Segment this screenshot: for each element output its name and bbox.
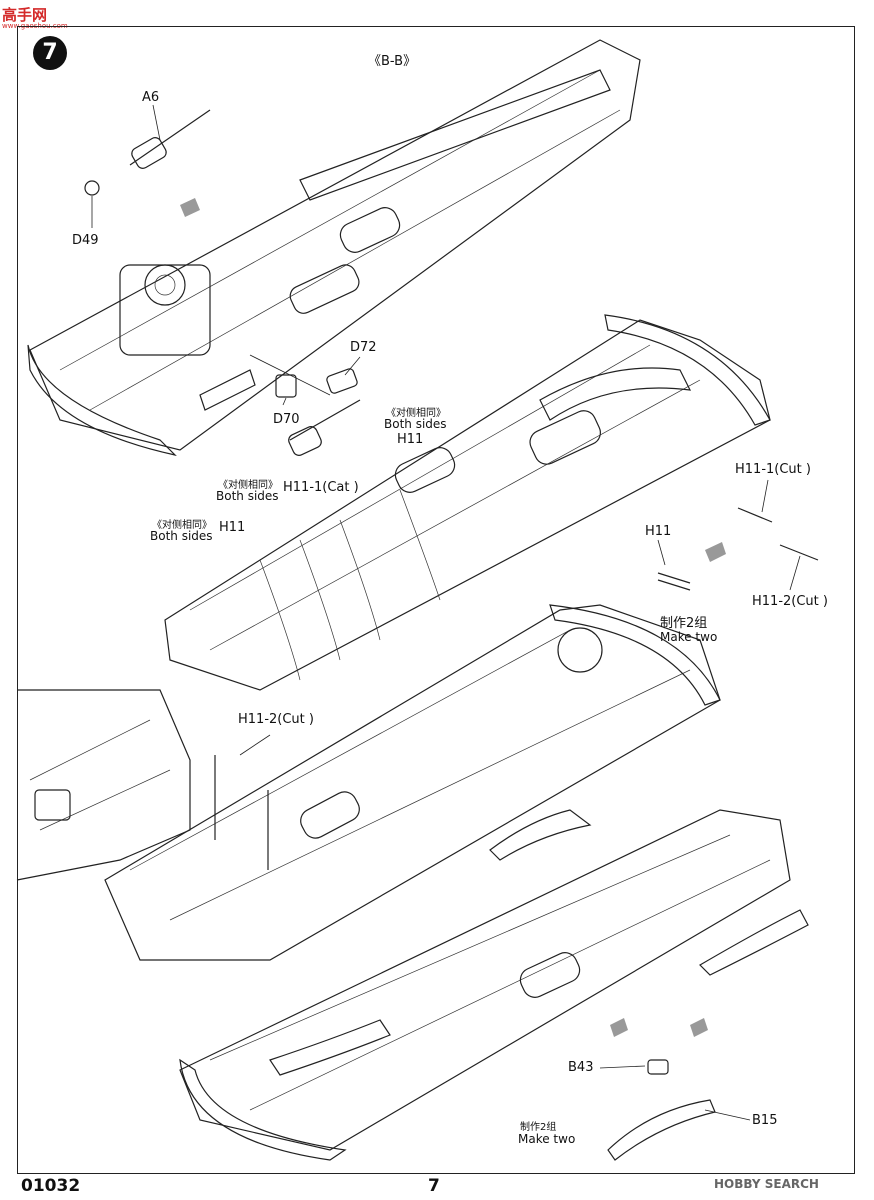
hatch-markers [180, 198, 726, 1037]
detail-inset [16, 689, 191, 881]
label-make-two-2-en: Make two [518, 1132, 576, 1146]
chassis-frame-middle [164, 314, 771, 691]
label-b43: B43 [568, 1060, 594, 1075]
step-number-badge: 7 [33, 36, 67, 70]
label-h11-2-cut-right: H11-2(Cut ) [752, 594, 828, 609]
label-make-two-1-cn: 制作2组 [660, 616, 708, 631]
label-make-two-1-en: Make two [660, 630, 718, 644]
chassis-frame-top [27, 39, 641, 457]
leaf-spring-assembly [489, 809, 809, 976]
label-h11-right: H11 [645, 524, 672, 539]
label-b15: B15 [752, 1113, 778, 1128]
label-h11-1-cat: H11-1(Cat ) [283, 480, 359, 495]
watermark-logo-top: 高手网 [2, 6, 48, 24]
label-h11-top: H11 [397, 432, 424, 447]
product-code: 01032 [21, 1176, 81, 1196]
label-d49: D49 [72, 233, 99, 248]
label-h11-left-cn: 《对侧相同》 [152, 520, 212, 531]
label-h11-1-cat-cn: 《对侧相同》 [218, 480, 278, 491]
label-a6: A6 [142, 90, 160, 105]
label-make-two-2-cn: 制作2组 [520, 1122, 557, 1133]
label-h11-top-en: Both sides [384, 417, 447, 431]
page-number: 7 [428, 1176, 440, 1196]
page-frame [17, 26, 855, 1174]
label-b-b: 《B-B》 [368, 54, 417, 69]
part-d70-d72 [249, 354, 361, 456]
part-b43-b15 [599, 1059, 751, 1161]
label-h11-2-cut-mid: H11-2(Cut ) [238, 712, 314, 727]
chassis-frame-lower-left [104, 604, 721, 961]
label-h11-top-cn: 《对侧相同》 [386, 408, 446, 419]
label-h11-left-en: Both sides [150, 529, 213, 543]
part-h11-right [657, 479, 819, 591]
watermark-logo-bottom: HOBBY SEARCH [714, 1177, 819, 1191]
label-d70: D70 [273, 412, 300, 427]
chassis-frame-lower-right [179, 809, 791, 1161]
label-d72: D72 [350, 340, 377, 355]
part-a6-shaft [84, 104, 211, 228]
label-h11-left: H11 [219, 520, 246, 535]
label-h11-1-cut: H11-1(Cut ) [735, 462, 811, 477]
label-h11-1-cat-en: Both sides [216, 489, 279, 503]
